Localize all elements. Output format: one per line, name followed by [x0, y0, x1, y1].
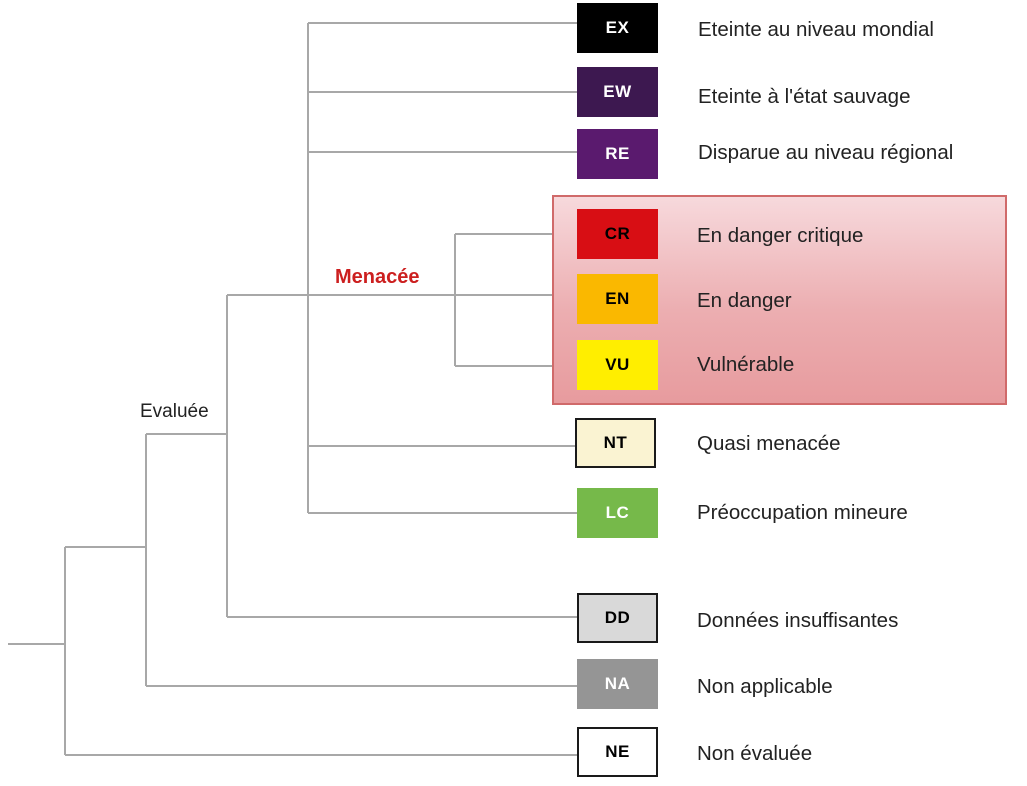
label-ne: Non évaluée — [697, 742, 813, 765]
label-dd: Données insuffisantes — [697, 609, 899, 632]
label-ew: Eteinte à l'état sauvage — [698, 85, 911, 108]
badge-na: NA — [577, 659, 658, 709]
badge-dd: DD — [577, 593, 658, 643]
badge-ne: NE — [577, 727, 658, 777]
badge-ew: EW — [577, 67, 658, 117]
badge-re: RE — [577, 129, 658, 179]
label-en: En danger — [697, 289, 792, 312]
badge-vu: VU — [577, 340, 658, 390]
label-na: Non applicable — [697, 675, 833, 698]
badge-en: EN — [577, 274, 658, 324]
label-cr: En danger critique — [697, 224, 864, 247]
evaluated-group-label: Evaluée — [140, 401, 209, 422]
badge-lc: LC — [577, 488, 658, 538]
label-lc: Préoccupation mineure — [697, 501, 908, 524]
badge-ex: EX — [577, 3, 658, 53]
label-nt: Quasi menacée — [697, 432, 841, 455]
badge-nt: NT — [575, 418, 656, 468]
label-ex: Eteinte au niveau mondial — [698, 18, 934, 41]
badge-cr: CR — [577, 209, 658, 259]
label-vu: Vulnérable — [697, 353, 795, 376]
label-re: Disparue au niveau régional — [698, 141, 954, 164]
threatened-group-label: Menacée — [335, 266, 420, 288]
